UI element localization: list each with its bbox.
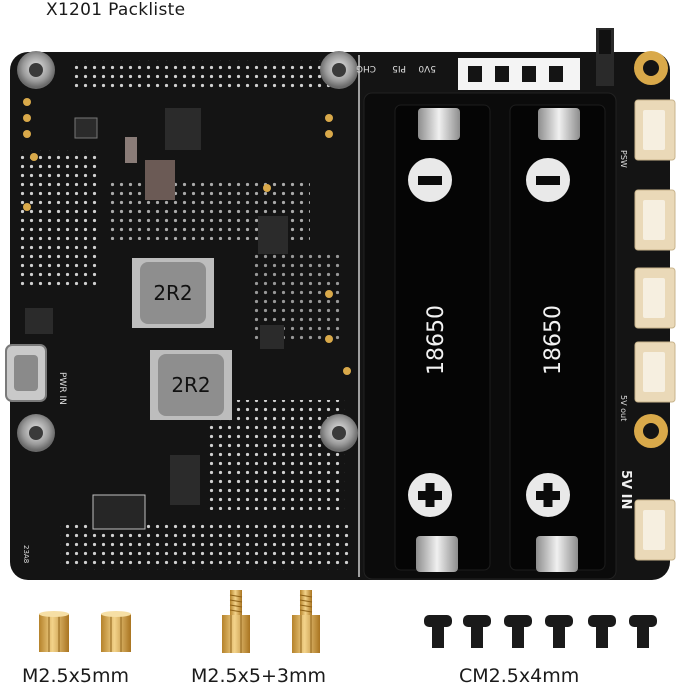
led-label-5v0: 5V0 — [418, 63, 436, 73]
board-code: 23A8 — [22, 545, 30, 563]
five-v-in-label: 5V IN — [618, 470, 633, 509]
inductor-label: 2R2 — [171, 373, 210, 397]
psw-label: PSW — [619, 150, 628, 168]
accessory-label: CM2.5x4mm — [459, 665, 580, 687]
page-title: X1201 Packliste — [46, 0, 186, 20]
brass-standoff-icon — [39, 611, 131, 652]
plus-icon — [408, 473, 570, 517]
accessory-label: M2.5x5+3mm — [191, 665, 326, 687]
battery-size-label: 18650 — [541, 305, 566, 375]
led-label-chg: CHG — [356, 63, 376, 73]
pwr-in-label: PWR IN — [57, 372, 67, 405]
led-label-pi5: PI5 — [392, 63, 406, 73]
inductor-label: 2R2 — [153, 281, 192, 305]
inductor-icon: 2R2 2R2 — [132, 258, 232, 420]
out-label: 5V out — [619, 395, 628, 421]
black-screw-icon — [424, 615, 657, 648]
brass-threaded-standoff-icon — [222, 590, 320, 653]
mounting-hole-icon — [17, 51, 668, 452]
accessory-label: M2.5x5mm — [22, 665, 129, 687]
minus-icon — [408, 158, 570, 202]
battery-size-label: 18650 — [424, 305, 449, 375]
